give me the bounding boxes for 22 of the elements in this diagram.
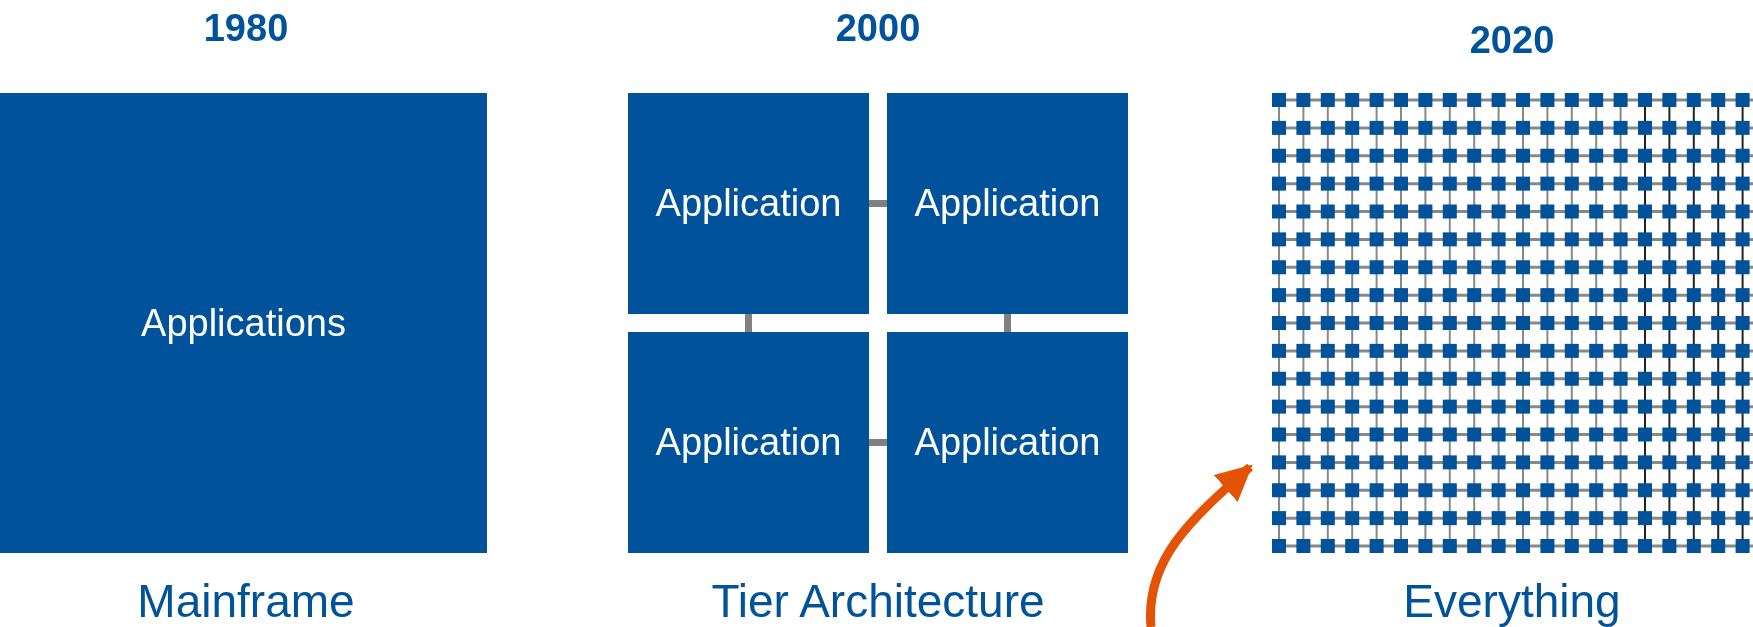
year-heading: 2000	[835, 6, 921, 50]
year-heading: 2020	[1469, 18, 1555, 62]
application-box	[0, 93, 487, 553]
box-label: Applications	[141, 301, 346, 345]
connector-line	[869, 200, 887, 207]
connector-line	[869, 439, 887, 446]
curved-arrow	[1146, 463, 1253, 627]
era-caption: Tier Architecture	[711, 574, 1045, 627]
era-caption: Everything	[1403, 574, 1621, 627]
year-heading: 1980	[203, 6, 289, 50]
box-label: Application	[914, 421, 1101, 464]
application-box	[887, 332, 1128, 553]
connector-line	[745, 314, 752, 332]
box-label: Application	[655, 182, 842, 225]
application-box	[628, 93, 869, 314]
box-label: Application	[655, 421, 842, 464]
connector-line	[1004, 314, 1011, 332]
era-caption: Mainframe	[137, 574, 355, 627]
application-box	[628, 332, 869, 553]
application-box	[887, 93, 1128, 314]
box-label: Application	[914, 182, 1101, 225]
grid-drawing	[1272, 92, 1753, 554]
